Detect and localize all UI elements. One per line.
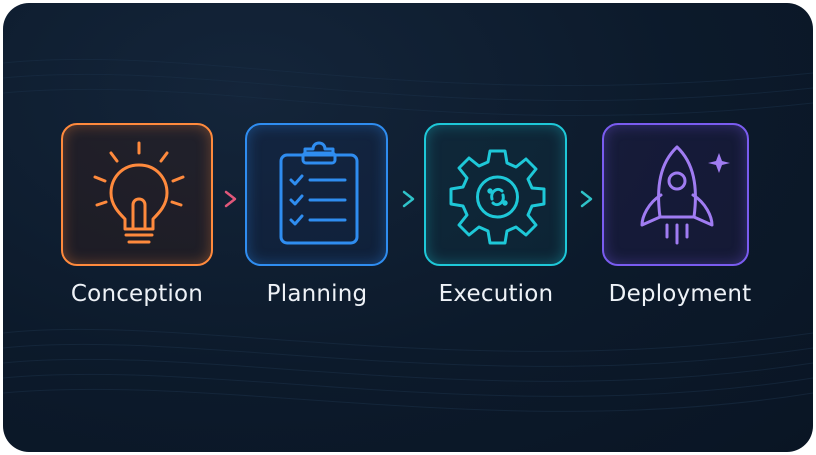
sparkle-icon [708,153,730,173]
step-label-deployment: Deployment [608,281,752,307]
chevron-right-icon [224,190,237,208]
step-label-execution: Execution [438,281,554,307]
rocket-icon [640,145,730,245]
gear-icon [449,149,546,245]
chevron-right-icon [402,190,415,208]
step-tile-planning [245,123,388,266]
chevron-right-icon [580,190,593,208]
process-diagram-card: Conception Planning [3,3,813,452]
background-waves [3,58,813,412]
step-label-planning: Planning [266,281,368,307]
step-label-conception: Conception [70,281,204,307]
step-tile-execution [424,123,567,266]
clipboard-checklist-icon [279,141,359,245]
step-tile-conception [61,123,213,266]
step-tile-deployment [602,123,749,266]
lightbulb-icon [93,141,185,244]
